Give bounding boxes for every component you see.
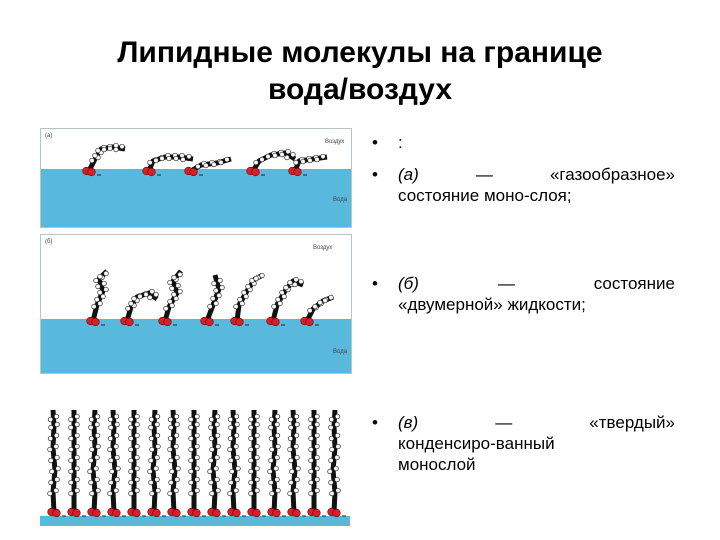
lipid-molecule <box>120 288 159 327</box>
lipid-molecule <box>288 153 328 177</box>
bullet-letter: (а) <box>398 165 419 184</box>
panel-a-label: (а) <box>45 133 52 139</box>
panel-b-label: (б) <box>45 239 52 245</box>
bullet-item-gaseous: • (а) — «газообразное» состояние моно-сл… <box>370 164 675 206</box>
bullet-dash: — <box>475 165 493 184</box>
lipid-molecules <box>86 269 334 327</box>
lipid-molecule <box>127 410 146 518</box>
lipid-molecule <box>142 152 194 177</box>
panel-b-water-label: Вода <box>333 349 348 355</box>
lipid-molecule <box>327 409 346 518</box>
bullet-list: • : • (а) — «газообразное» состояние мон… <box>370 0 675 540</box>
lipid-molecule <box>107 409 126 518</box>
lipid-molecule <box>167 409 186 518</box>
illustration-gaseous-monolayer: (а) Воздух Вода <box>40 128 352 228</box>
lipid-molecule <box>147 409 166 518</box>
lipid-molecule <box>247 410 266 518</box>
bullet-word: состояние <box>593 274 675 293</box>
lipid-molecule <box>187 410 206 518</box>
slide-title-line2: вода/воздух <box>267 73 453 106</box>
bullet-item-intro: • : <box>370 132 675 153</box>
bullet-dash: — <box>495 413 513 432</box>
water-layer <box>41 319 351 373</box>
lipid-molecule <box>267 409 286 518</box>
bullet-dot: • <box>372 133 378 152</box>
bullet-line2: «двумерной» жидкости; <box>398 295 586 314</box>
bullet-text: : <box>398 133 403 152</box>
bullet-dot: • <box>372 165 378 184</box>
panel-b-air-label: Воздух <box>313 245 332 251</box>
bullet-item-solid: • (в) — «твердый» конденсиро-ванный моно… <box>370 412 675 475</box>
slide-title-line1: Липидные молекулы на границе <box>117 36 603 69</box>
bullet-line1: (в) — «твердый» <box>398 412 675 433</box>
lipid-molecule <box>246 148 297 177</box>
lipid-molecule <box>158 269 183 327</box>
lipid-molecules <box>82 142 328 177</box>
bullet-line3: монослой <box>398 455 476 474</box>
lipid-molecule <box>47 409 66 518</box>
water-layer <box>41 169 351 227</box>
bullet-line2: состояние моно-слоя; <box>398 186 572 205</box>
lipid-molecule <box>87 409 106 518</box>
bullet-dot: • <box>372 413 378 432</box>
lipid-molecules <box>47 409 346 518</box>
bullet-letter: (б) <box>398 274 419 293</box>
lipid-molecule <box>207 409 226 518</box>
lipid-molecule <box>200 274 225 327</box>
liquid-monolayer-figure: (б) Воздух Вода <box>41 239 351 373</box>
illustration-solid-monolayer <box>40 404 350 526</box>
slide-title: Липидные молекулы на границе вода/воздух <box>60 34 660 108</box>
lipid-molecule <box>307 410 326 518</box>
water-layer <box>40 516 350 526</box>
lipid-molecule <box>184 156 232 177</box>
lipid-molecule <box>287 409 306 518</box>
gaseous-monolayer-figure: (а) Воздух Вода <box>41 133 351 227</box>
solid-monolayer-figure <box>40 409 350 526</box>
lipid-molecule <box>300 294 334 327</box>
bullet-quote: «твердый» <box>589 413 675 432</box>
lipid-molecule <box>67 410 86 518</box>
lipid-molecule <box>230 272 265 327</box>
bullet-letter: (в) <box>398 413 419 432</box>
bullet-quote: «газообразное» <box>549 165 675 184</box>
bullet-line1: (б) — состояние <box>398 273 675 294</box>
illustration-liquid-monolayer: (б) Воздух Вода <box>40 234 352 374</box>
panel-a-water-label: Вода <box>333 197 348 203</box>
lipid-molecule <box>266 276 304 327</box>
lipid-molecule <box>227 409 246 518</box>
bullet-dot: • <box>372 274 378 293</box>
panel-a-air-label: Воздух <box>325 139 344 145</box>
bullet-line2: конденсиро-ванный <box>398 434 555 453</box>
bullet-dash: — <box>497 274 515 293</box>
bullet-line1: (а) — «газообразное» <box>398 164 675 185</box>
lipid-molecule <box>86 269 109 327</box>
bullet-item-liquid: • (б) — состояние «двумерной» жидкости; <box>370 273 675 315</box>
lipid-molecule <box>82 142 126 177</box>
